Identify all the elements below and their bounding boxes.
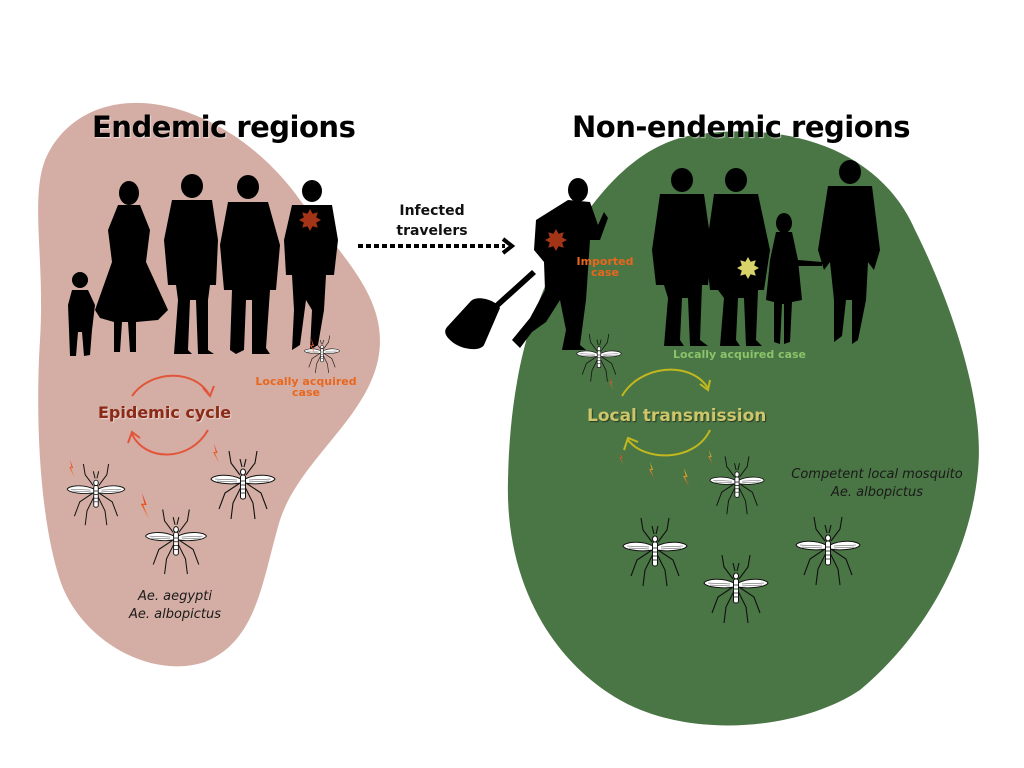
- man-silhouette-5: [818, 160, 880, 344]
- man-silhouette-1: [164, 174, 218, 354]
- travel-arrow: [358, 237, 516, 255]
- infection-star-icon: [299, 209, 321, 231]
- man-silhouette-2: [220, 175, 280, 354]
- infected-travelers-label: Infected travelers: [392, 201, 472, 241]
- species-line: Ae. albopictus: [830, 485, 924, 500]
- label-line: Locally acquired: [255, 375, 357, 388]
- endemic-species-label: Ae. aegypti Ae. albopictus: [118, 588, 232, 624]
- locally-acquired-case-label-left: Locally acquired case: [252, 376, 360, 398]
- woman-silhouette: [95, 181, 168, 352]
- locally-acquired-case-label-right: Locally acquired case: [673, 348, 807, 361]
- endemic-people-group: [68, 174, 338, 356]
- local-transmission-arrows: [621, 368, 711, 457]
- man-silhouette-4: [706, 168, 770, 346]
- label-line: case: [292, 386, 320, 399]
- species-line: Ae. aegypti: [137, 589, 213, 604]
- species-line: Ae. albopictus: [128, 607, 222, 622]
- non-endemic-regions-title: Non-endemic regions: [572, 110, 911, 144]
- endemic-regions-title: Endemic regions: [92, 110, 356, 144]
- child-silhouette: [68, 272, 95, 356]
- imported-case-label: Imported case: [572, 256, 638, 278]
- epidemic-cycle-arrows: [127, 374, 215, 456]
- label-line: travelers: [396, 223, 468, 239]
- girl-silhouette: [766, 213, 822, 344]
- traveler-silhouette: [445, 178, 608, 350]
- non-endemic-people-group: [652, 160, 880, 346]
- infection-star-icon: [545, 229, 567, 251]
- non-endemic-species-label: Competent local mosquito Ae. albopictus: [786, 466, 968, 502]
- label-line: Infected: [399, 203, 465, 219]
- local-transmission-label: Local transmission: [587, 406, 767, 426]
- man-silhouette-3: [652, 168, 712, 346]
- label-line: case: [591, 266, 619, 279]
- epidemic-cycle-label: Epidemic cycle: [98, 403, 232, 422]
- infected-man-silhouette: [284, 180, 338, 350]
- infection-star-icon: [737, 257, 759, 279]
- species-line: Competent local mosquito: [791, 467, 963, 482]
- label-line: Imported: [576, 255, 634, 268]
- suitcase-silhouette: [445, 270, 536, 350]
